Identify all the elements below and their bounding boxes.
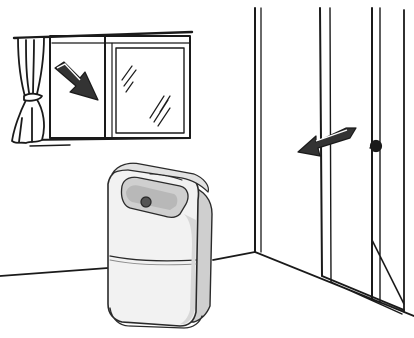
arrow-window-shape <box>55 62 98 100</box>
arrow-door-icon <box>298 128 356 156</box>
curtain-tieback <box>24 94 42 101</box>
window-frame <box>50 36 190 138</box>
glass-reflection-marks <box>122 66 170 126</box>
left-floor-line <box>0 268 108 276</box>
door <box>320 8 404 314</box>
window-sill-lower <box>30 145 70 146</box>
arrow-window-icon <box>55 62 98 100</box>
curtain-fold-2 <box>33 40 34 98</box>
door-threshold-2 <box>331 282 402 314</box>
arrow-door-shape <box>298 128 356 156</box>
dehumidifier-unit <box>108 163 212 328</box>
window-right-pane <box>116 48 184 133</box>
left-floor-line-2 <box>213 252 255 260</box>
door-frame-left-inner <box>330 8 331 282</box>
curtain <box>12 37 44 143</box>
door-panel-edge <box>372 240 404 304</box>
dehumidifier-knob-icon <box>141 197 151 207</box>
